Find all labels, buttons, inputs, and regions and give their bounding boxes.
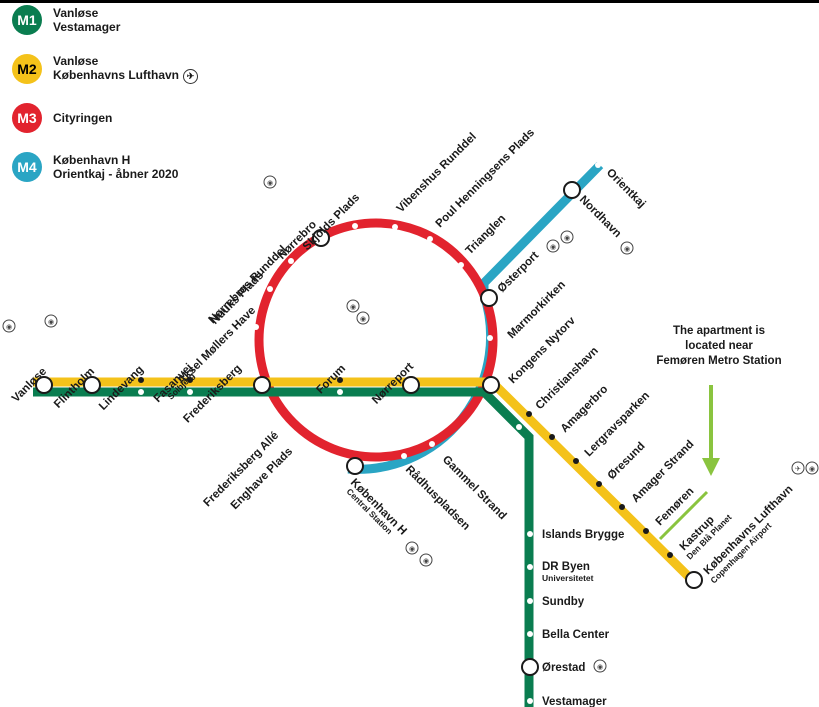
note-line-1: The apartment is <box>673 325 765 337</box>
svg-text:◉: ◉ <box>597 663 603 671</box>
airplane-icon: ✈ <box>791 461 805 475</box>
legend-m3-line1: Cityringen <box>53 111 113 125</box>
white-stops <box>138 162 601 704</box>
train-icon: ◉ <box>405 541 419 555</box>
stop-lindevang[interactable] <box>138 377 144 383</box>
train-icon: ◉ <box>560 230 574 244</box>
label-trianglen: Trianglen <box>464 212 509 257</box>
stop-oresund[interactable] <box>596 481 602 487</box>
m3-badge: M3 <box>12 103 42 133</box>
legend-m2: M2 Vanløse Københavns Lufthavn✈ <box>12 52 199 86</box>
label-bella-center: Bella Center <box>542 629 610 641</box>
label-oresund: Øresund <box>606 440 648 482</box>
svg-text:◉: ◉ <box>624 245 630 253</box>
stop-lergravsparken[interactable] <box>573 458 579 464</box>
stop-kastrup[interactable] <box>667 552 673 558</box>
legend-m4-line2: Orientkaj - åbner 2020 <box>53 167 179 181</box>
svg-text:✈: ✈ <box>795 465 801 473</box>
svg-text:◉: ◉ <box>48 318 54 326</box>
legend-m1-text: Vanløse Vestamager <box>53 6 120 34</box>
svg-text:◉: ◉ <box>564 234 570 242</box>
pointer-arrow-head <box>702 458 720 476</box>
stop-amagerbro[interactable] <box>549 434 555 440</box>
train-icon: ◉ <box>263 175 277 189</box>
svg-text:◉: ◉ <box>409 545 415 553</box>
station-marker-kongens-nytorv[interactable] <box>482 376 500 394</box>
m3-cityringen-line <box>254 218 498 462</box>
stop-fasanvej[interactable] <box>187 377 193 383</box>
interchange-markers <box>35 181 703 676</box>
m2-badge: M2 <box>12 54 42 84</box>
station-marker-norreport[interactable] <box>402 376 420 394</box>
airplane-icon: ✈ <box>183 68 199 84</box>
train-icon: ◉ <box>346 299 360 313</box>
svg-text:◉: ◉ <box>6 323 12 331</box>
stop-femoren[interactable] <box>643 528 649 534</box>
legend-m1-line1: Vanløse <box>53 6 99 20</box>
legend-m4-line1: København H <box>53 153 131 167</box>
legend-m1-line2: Vestamager <box>53 20 121 34</box>
train-icon: ◉ <box>546 239 560 253</box>
train-icons: ◉ ◉ ◉ ◉ ◉ ◉ ◉ ◉ ◉ ◉ ◉ ✈ ◉ <box>2 175 819 673</box>
svg-text:◉: ◉ <box>550 243 556 251</box>
label-osterport: Østerport <box>496 249 542 295</box>
note-line-3: Femøren Metro Station <box>656 355 781 367</box>
legend-m2-line1: Vanløse <box>53 54 99 69</box>
legend-m3-text: Cityringen <box>53 111 112 125</box>
station-marker-vanlose[interactable] <box>35 376 53 394</box>
train-icon: ◉ <box>2 319 16 333</box>
legend-m3: M3 Cityringen <box>12 101 112 135</box>
station-marker-nordhavn[interactable] <box>563 181 581 199</box>
label-vestamager: Vestamager <box>542 696 607 707</box>
svg-text:◉: ◉ <box>360 315 366 323</box>
m4-badge: M4 <box>12 152 42 182</box>
svg-text:◉: ◉ <box>809 465 815 473</box>
station-marker-orestad[interactable] <box>521 658 539 676</box>
legend-m4-text: København H Orientkaj - åbner 2020 <box>53 153 178 181</box>
train-icon: ◉ <box>805 461 819 475</box>
label-nordhavn: Nordhavn <box>577 194 623 240</box>
label-femoren: Femøren <box>654 485 697 528</box>
label-orientkaj: Orientkaj <box>604 167 648 211</box>
station-marker-frederiksberg[interactable] <box>253 376 271 394</box>
svg-text:◉: ◉ <box>350 303 356 311</box>
legend-m4: M4 København H Orientkaj - åbner 2020 <box>12 150 178 184</box>
m1-line <box>33 387 534 707</box>
legend-m1: M1 Vanløse Vestamager <box>12 3 120 37</box>
station-marker-lufthavn[interactable] <box>685 571 703 589</box>
label-orestad: Ørestad <box>542 662 585 674</box>
label-islands-brygge: Islands Brygge <box>542 529 624 541</box>
train-icon: ◉ <box>593 659 607 673</box>
label-amagerbro: Amagerbro <box>559 383 611 435</box>
legend-m2-line2: Københavns Lufthavn <box>53 68 180 83</box>
train-icon: ◉ <box>620 241 634 255</box>
m2-stops <box>138 377 673 558</box>
train-icon: ◉ <box>356 311 370 325</box>
station-marker-norrebro[interactable] <box>312 229 330 247</box>
stop-christianshavn[interactable] <box>526 411 532 417</box>
label-dr-byen: DR Byen <box>542 561 590 573</box>
train-icon: ◉ <box>44 314 58 328</box>
svg-text:◉: ◉ <box>267 179 273 187</box>
label-poul-henningsens-plads: Poul Henningsens Plads <box>434 127 537 230</box>
legend-m2-text: Vanløse Københavns Lufthavn✈ <box>53 54 199 84</box>
station-marker-kobenhavn-h[interactable] <box>346 457 364 475</box>
label-kobenhavn-h: København H <box>348 477 409 538</box>
station-marker-osterport[interactable] <box>480 289 498 307</box>
train-icon: ◉ <box>419 553 433 567</box>
stop-forum[interactable] <box>337 377 343 383</box>
top-border <box>0 0 819 3</box>
m1-badge: M1 <box>12 5 42 35</box>
note-line-2: located near <box>685 340 753 352</box>
svg-text:◉: ◉ <box>423 557 429 565</box>
label-sundby: Sundby <box>542 596 585 608</box>
station-marker-flintholm[interactable] <box>83 376 101 394</box>
femoren-highlight <box>658 490 709 541</box>
stop-amager-strand[interactable] <box>619 504 625 510</box>
label-dr-byen-sub: Universitetet <box>542 573 594 583</box>
station-labels: Vanløse Flintholm Lindevang Fasanvej Sol… <box>10 127 796 707</box>
